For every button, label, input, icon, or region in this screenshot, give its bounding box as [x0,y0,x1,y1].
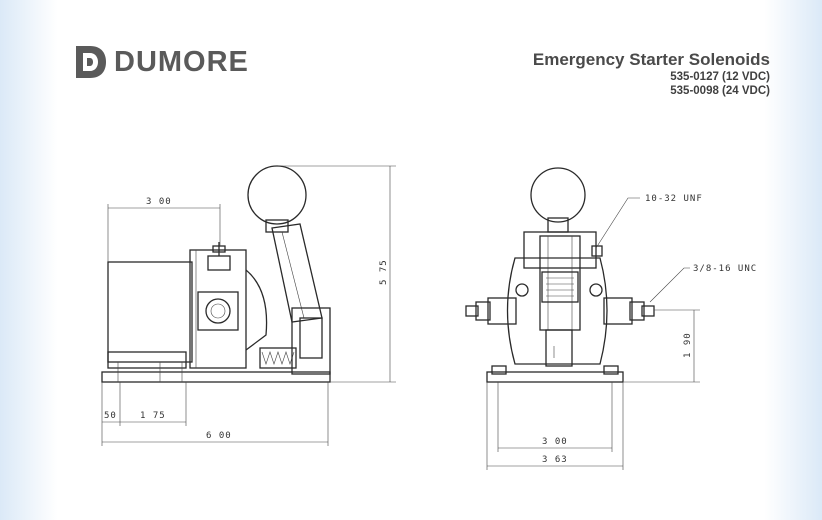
base-plate [101,371,331,383]
dim-width-top: 3 00 [146,197,172,207]
coil-body [107,261,193,363]
dim-outer-width: 3 63 [542,455,568,465]
front-view: 10-32 UNF 3/8-16 UNC 1 90 3 00 3 63 [465,167,757,470]
dim-mid: 1 75 [140,411,166,421]
dim-total: 6 00 [206,431,232,441]
dumore-logo: DUMORE [74,44,249,80]
thread-side-label: 3/8-16 UNC [693,264,757,274]
lever-arm [271,223,323,323]
thread-top-label: 10-32 UNF [645,194,703,204]
knob [247,165,307,225]
dim-front-height: 1 90 [683,332,693,358]
model-number: 535-0098 (24 VDC) [670,85,770,97]
title-block: Emergency Starter Solenoids 535-0127 (12… [533,50,770,98]
dim-inner-width: 3 00 [542,437,568,447]
coil-body [506,257,608,365]
side-view: 3 00 5 75 50 1 75 6 00 [101,165,396,446]
stud [197,291,239,331]
base-plate [486,371,624,383]
knob [530,167,586,223]
dumore-logo-icon [76,46,106,78]
brand-name: DUMORE [114,45,249,78]
spring [259,347,297,369]
housing [189,249,247,369]
bracket [291,307,331,375]
plunger-housing [523,231,597,269]
left-terminal [465,305,479,317]
right-terminal [641,305,655,317]
dim-left: 50 [104,411,117,421]
dim-height: 5 75 [379,259,389,285]
dome [245,269,268,351]
page-title: Emergency Starter Solenoids [532,50,770,69]
model-number: 535-0127 (12 VDC) [670,71,770,83]
